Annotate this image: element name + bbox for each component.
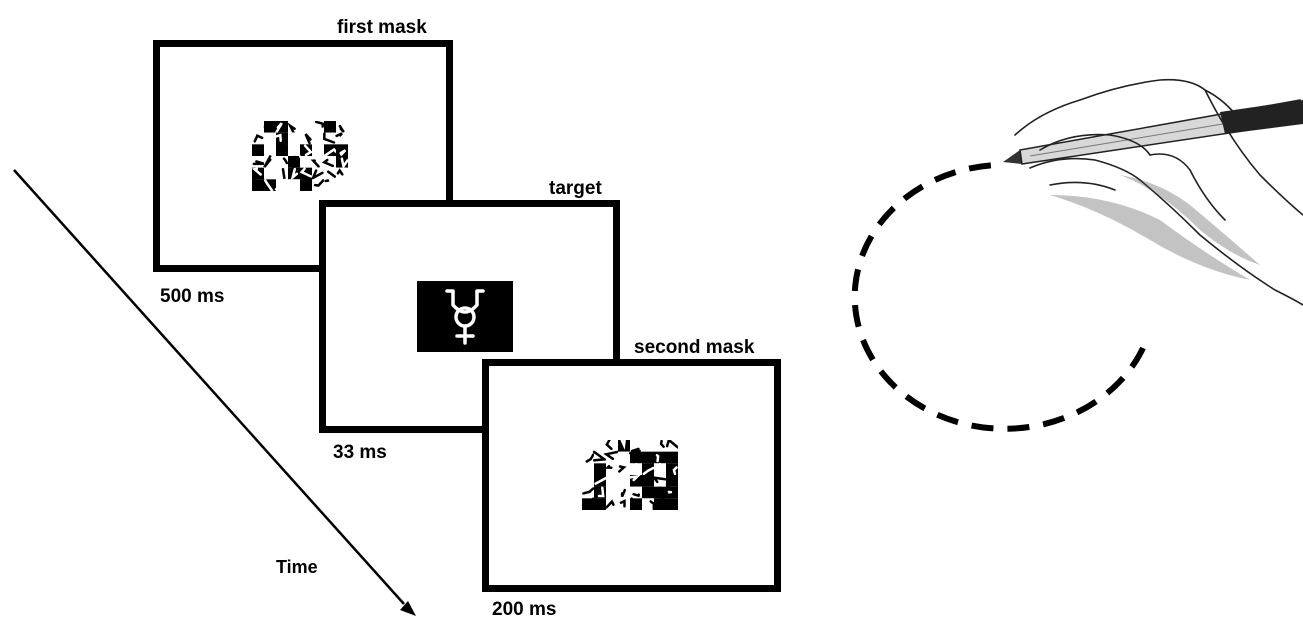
time-label: Time	[276, 557, 318, 577]
first-mask-duration: 500 ms	[160, 286, 225, 307]
target-stimulus	[417, 281, 513, 352]
pencil-icon	[1003, 99, 1303, 165]
hand-shading	[1050, 175, 1260, 280]
hand-icon	[1014, 78, 1303, 306]
time-arrow-head	[400, 601, 416, 616]
second-mask-label: second mask	[634, 337, 755, 358]
dashed-circle-icon	[851, 162, 1146, 432]
target-label: target	[549, 178, 602, 199]
first-mask-pattern	[252, 121, 348, 191]
second-mask-duration: 200 ms	[492, 599, 557, 620]
target-duration: 33 ms	[333, 442, 387, 463]
target-symbol-icon	[445, 289, 485, 345]
first-mask-label: first mask	[337, 17, 427, 38]
frame-second-mask	[482, 359, 781, 592]
second-mask-pattern	[582, 440, 678, 510]
